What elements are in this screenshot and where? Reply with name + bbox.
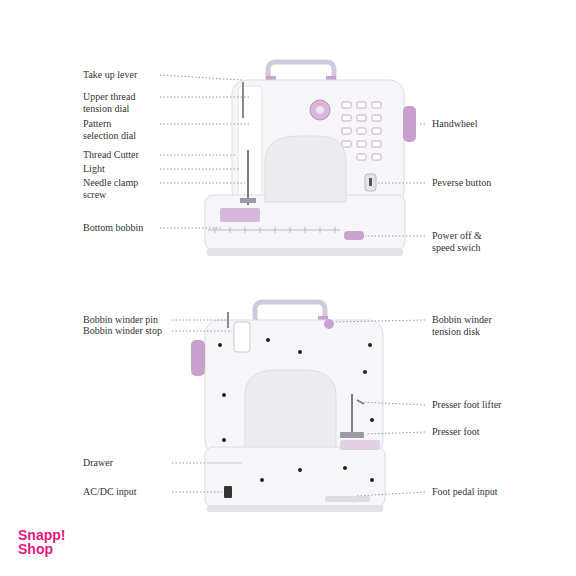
part-label: Bobbin winder stop — [83, 325, 162, 337]
part-label: Upper thread tension dial — [83, 91, 145, 114]
part-label: AC/DC input — [83, 486, 137, 498]
part-label: Take up lever — [83, 69, 137, 81]
front-view — [205, 62, 416, 256]
part-label: Peverse button — [432, 177, 491, 189]
part-label: Bottom bobbin — [83, 222, 143, 234]
part-label: Bobbin winder tension disk — [432, 314, 507, 337]
part-label: Needle clamp screw — [83, 177, 151, 200]
logo-watermark: Snapp! Shop — [18, 528, 68, 556]
part-label: Foot pedal input — [432, 486, 498, 498]
back-view — [191, 302, 385, 512]
part-label: Thread Cutter — [83, 149, 139, 161]
part-label: Presser foot lifter — [432, 399, 501, 411]
part-label: Power off & speed swich — [432, 230, 494, 253]
part-label: Handwheel — [432, 118, 478, 130]
part-label: Presser foot — [432, 426, 480, 438]
part-label: Bobbin winder pin — [83, 314, 158, 326]
part-label: Pattern selection dial — [83, 118, 145, 141]
part-label: Drawer — [83, 457, 113, 469]
part-label: Light — [83, 163, 105, 175]
leader-lines — [160, 75, 425, 496]
